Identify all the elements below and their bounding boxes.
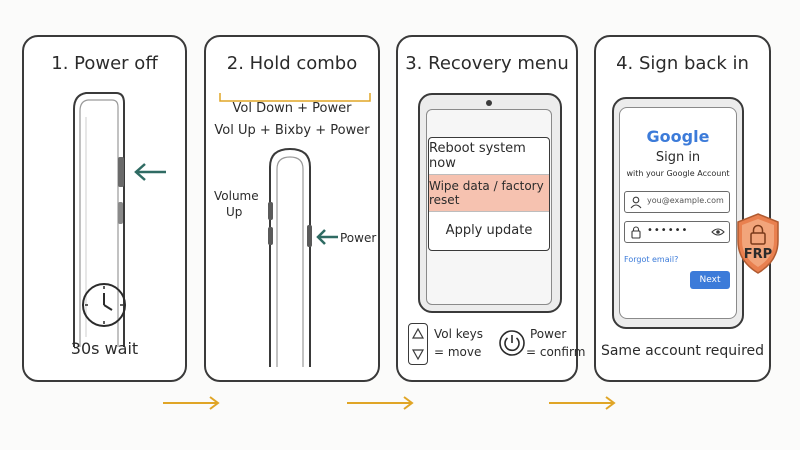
pointer-arrow: [134, 163, 166, 181]
menu-reboot[interactable]: Reboot system now: [429, 138, 549, 175]
email-placeholder: you@example.com: [647, 196, 724, 205]
sign-in-subtitle: with your Google Account: [626, 169, 730, 178]
phone-side-illustration: [73, 92, 166, 347]
recovery-menu: Reboot system now Wipe data / factory re…: [428, 137, 550, 251]
frp-label: FRP: [743, 247, 773, 262]
combo-line-2: Vol Up + Bixby + Power: [214, 123, 370, 138]
front-camera: [486, 100, 492, 106]
flow-arrow-3: [549, 396, 616, 410]
up-label: Up: [226, 205, 243, 219]
step-1-title: 1. Power off: [51, 53, 158, 74]
confirm-label: = confirm: [526, 345, 586, 359]
wait-caption: 30s wait: [70, 339, 139, 358]
move-label: = move: [434, 345, 482, 359]
volume-up-key: [268, 202, 273, 220]
menu-apply-update[interactable]: Apply update: [445, 222, 533, 238]
forgot-email-link[interactable]: Forgot email?: [624, 255, 679, 264]
combo-bracket: [219, 93, 371, 102]
email-field[interactable]: you@example.com: [624, 191, 730, 213]
power-label: Power: [340, 231, 377, 245]
volume-key: [118, 202, 123, 224]
power-label: Power: [530, 327, 567, 341]
step-3-title: 3. Recovery menu: [405, 53, 569, 74]
power-icon: [499, 330, 525, 356]
flow-arrow-1: [163, 396, 220, 410]
up-down-icon: [408, 323, 428, 365]
menu-wipe-data[interactable]: Wipe data / factory reset: [429, 175, 549, 212]
password-dots: ••••••: [647, 225, 689, 236]
clock-icon: [82, 283, 126, 327]
step-2-title: 2. Hold combo: [226, 53, 358, 74]
next-button[interactable]: Next: [690, 271, 730, 289]
step-3-panel: 3. Recovery menu Reboot system now Wipe …: [396, 35, 585, 382]
password-field[interactable]: ••••••: [624, 221, 730, 243]
step-4-title: 4. Sign back in: [616, 53, 749, 74]
volume-label: Volume: [214, 189, 259, 203]
person-icon: [630, 196, 642, 209]
phone-side-illustration: [268, 147, 338, 367]
phone-front: [612, 97, 744, 329]
sign-in-heading: Sign in: [655, 150, 701, 165]
shield-lock-icon: [737, 213, 779, 274]
vol-keys-label: Vol keys: [434, 327, 484, 341]
account-caption: Same account required: [600, 343, 765, 359]
power-key: [307, 225, 312, 247]
power-pointer-arrow: [316, 229, 338, 245]
combo-line-1: Vol Down + Power: [232, 101, 352, 116]
step-1-panel: 1. Power off 30s wait: [22, 35, 187, 382]
flow-arrow-2: [347, 396, 414, 410]
lock-icon: [631, 226, 641, 239]
step-2-panel: 2. Hold combo Vol Down + Power Vol Up + …: [204, 35, 380, 382]
step-4-panel: 4. Sign back in Google Sign in with your…: [594, 35, 779, 382]
volume-down-key: [268, 227, 273, 245]
eye-icon[interactable]: [711, 226, 725, 238]
google-logo: Google: [646, 127, 710, 146]
power-key: [118, 157, 124, 187]
